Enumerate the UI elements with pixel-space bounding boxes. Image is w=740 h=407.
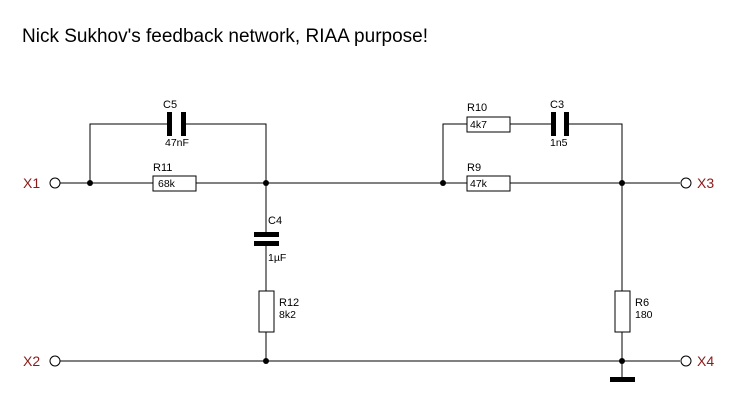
resistor-body-icon bbox=[614, 290, 631, 333]
component-value: 4k7 bbox=[470, 119, 487, 131]
component-ref: R9 bbox=[467, 162, 481, 174]
terminal-circle-icon bbox=[49, 355, 61, 367]
component-value: 8k2 bbox=[279, 309, 296, 321]
terminal-x3: X3 bbox=[680, 175, 714, 191]
capacitor-plate-icon bbox=[167, 112, 172, 136]
junction-dot bbox=[263, 180, 269, 186]
component-value: 1n5 bbox=[550, 137, 568, 149]
wire-c5-right bbox=[186, 123, 267, 183]
resistor-r6: R6 180 bbox=[614, 290, 653, 333]
capacitor-plate-icon bbox=[551, 112, 556, 136]
resistor-body-icon bbox=[466, 175, 511, 192]
junction-dot bbox=[263, 358, 269, 364]
component-value: 1µF bbox=[268, 252, 286, 264]
component-ref: C5 bbox=[163, 99, 177, 111]
terminal-label: X4 bbox=[697, 353, 714, 369]
junctions bbox=[87, 180, 625, 364]
capacitor-c4: C4 1µF bbox=[254, 215, 286, 264]
component-value: 47nF bbox=[165, 137, 189, 149]
capacitor-plate-icon bbox=[254, 241, 279, 246]
capacitor-c3: C3 1n5 bbox=[550, 99, 569, 149]
junction-dot bbox=[619, 180, 625, 186]
component-value: 68k bbox=[158, 178, 176, 190]
component-ref: C3 bbox=[550, 99, 564, 111]
terminal-circle-icon bbox=[680, 355, 692, 367]
diagram-title: Nick Sukhov's feedback network, RIAA pur… bbox=[22, 26, 428, 47]
junction-dot bbox=[619, 358, 625, 364]
resistor-r10: R10 4k7 bbox=[466, 102, 511, 133]
terminal-x4: X4 bbox=[680, 353, 714, 369]
capacitor-c5: C5 47nF bbox=[163, 99, 189, 149]
terminal-x2: X2 bbox=[23, 353, 61, 369]
terminal-circle-icon bbox=[680, 177, 692, 189]
resistor-body-icon bbox=[258, 290, 275, 333]
wires bbox=[60, 123, 680, 378]
junction-dot bbox=[87, 180, 93, 186]
terminal-circle-icon bbox=[49, 177, 61, 189]
wire-r10-left bbox=[442, 123, 467, 183]
resistor-r12: R12 8k2 bbox=[258, 290, 299, 333]
component-ref: R12 bbox=[279, 297, 299, 309]
resistor-body-icon bbox=[466, 116, 511, 133]
terminal-label: X2 bbox=[23, 353, 40, 369]
component-ref: R6 bbox=[635, 297, 649, 309]
resistor-body-icon bbox=[152, 175, 197, 192]
capacitor-plate-icon bbox=[254, 232, 279, 237]
component-ref: R11 bbox=[153, 162, 172, 174]
wire-c3-right bbox=[569, 123, 623, 183]
resistor-r9: R9 47k bbox=[466, 162, 511, 192]
terminal-label: X3 bbox=[697, 175, 714, 191]
component-value: 180 bbox=[635, 309, 653, 321]
resistor-r11: R11 68k bbox=[152, 162, 197, 192]
capacitor-plate-icon bbox=[181, 112, 186, 136]
junction-dot bbox=[440, 180, 446, 186]
terminal-x1: X1 bbox=[23, 175, 61, 191]
ground-icon bbox=[610, 377, 635, 382]
capacitor-plate-icon bbox=[564, 112, 569, 136]
wire-c5-left bbox=[89, 123, 167, 183]
component-ref: R10 bbox=[467, 102, 487, 114]
component-ref: C4 bbox=[268, 215, 282, 227]
component-value: 47k bbox=[470, 178, 488, 190]
terminal-label: X1 bbox=[23, 175, 40, 191]
